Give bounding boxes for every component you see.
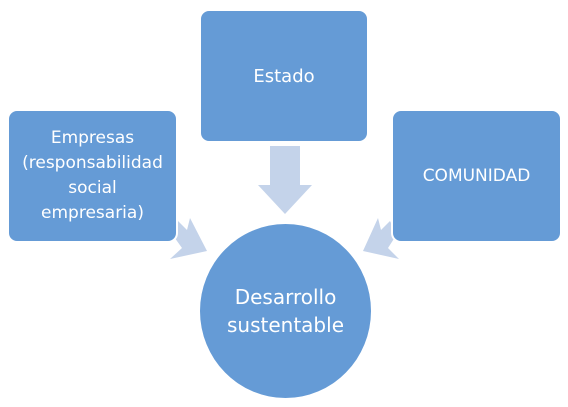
node-empresas-label: Empresas (responsabilidad social empresa… [22,128,163,223]
arrow-left-to-center [170,218,207,259]
node-comunidad: COMUNIDAD [391,109,562,243]
arrow-right-to-center [363,218,399,259]
node-comunidad-label: COMUNIDAD [422,166,531,186]
node-empresas: Empresas (responsabilidad social empresa… [7,109,178,243]
arrow-top-to-center [258,146,312,214]
node-desarrollo-sustentable-label: Desarrollo sustentable [227,285,344,337]
node-desarrollo-sustentable: Desarrollo sustentable [198,222,373,400]
node-estado-label: Estado [253,65,315,87]
node-estado: Estado [199,9,369,143]
